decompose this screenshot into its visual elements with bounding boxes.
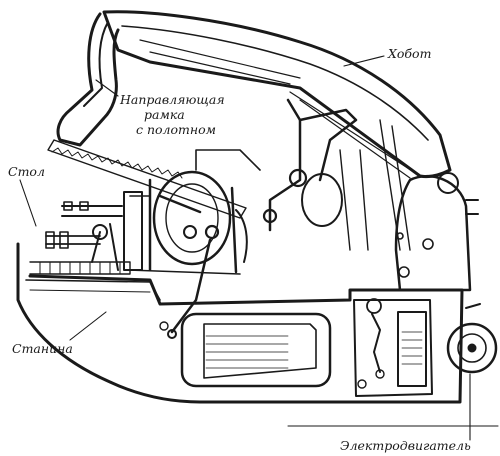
label-guide-frame-line3: с полотном — [136, 122, 216, 137]
handle-lever — [167, 224, 220, 339]
vise-and-workpiece — [123, 170, 241, 275]
label-motor: Электродвигатель — [340, 438, 471, 453]
gearbox-housing — [394, 172, 479, 292]
table-stop-fixtures — [29, 201, 131, 275]
label-guide-frame-line1: Направляющая — [119, 92, 225, 107]
bed-stanina — [16, 242, 464, 404]
label-stanina: Станина — [12, 341, 73, 356]
guide-frame-with-blade — [47, 12, 247, 219]
label-stol: Стол — [8, 164, 45, 179]
electric-motor-pulley — [446, 303, 498, 374]
label-khobot: Хобот — [387, 46, 431, 61]
leader-lines — [19, 55, 499, 441]
label-guide-frame-line2: рамка — [144, 107, 185, 122]
labels: Хобот Направляющая рамка с полотном Стол… — [8, 46, 471, 453]
crank-linkage — [195, 98, 411, 263]
